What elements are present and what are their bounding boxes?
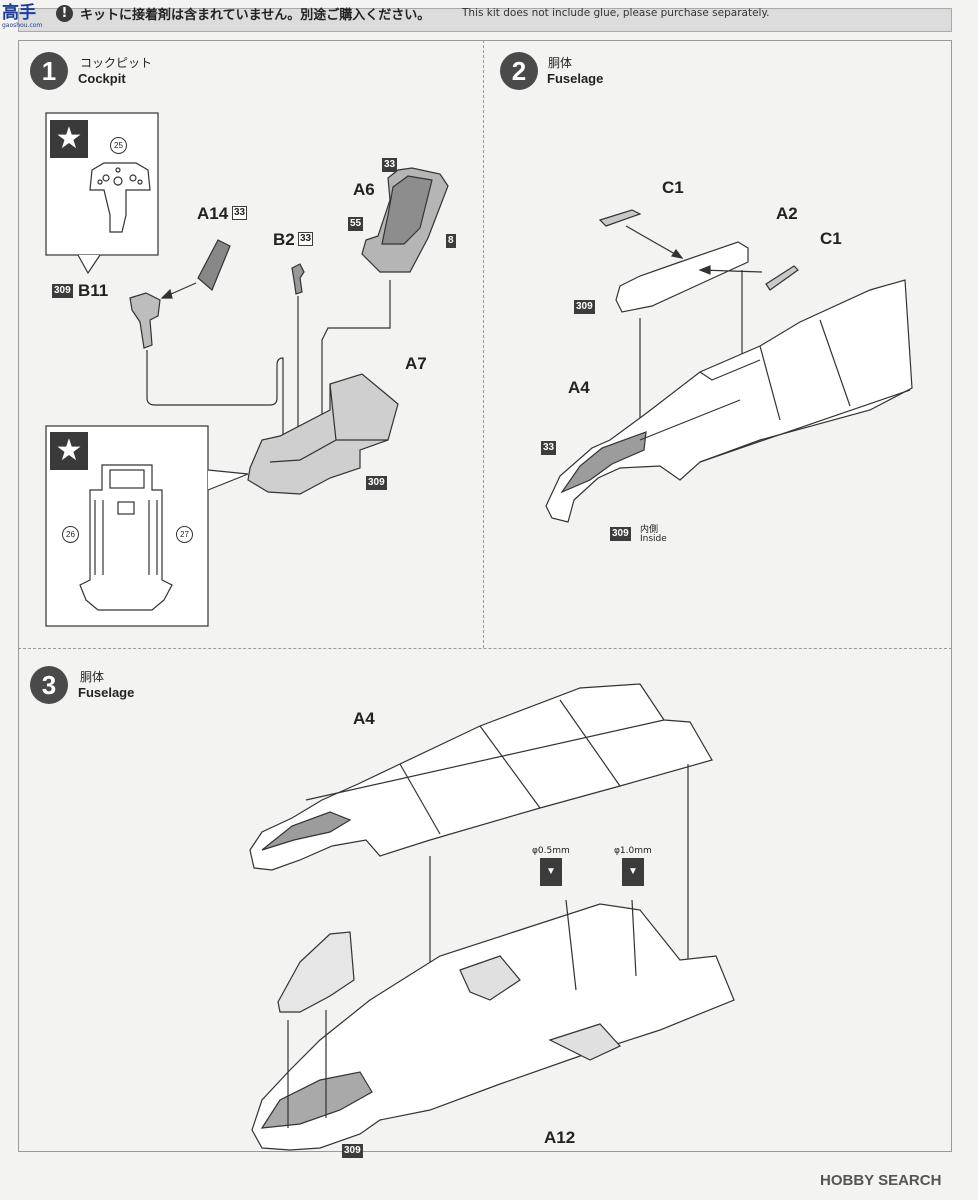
paint-code-a6-top: 33 — [382, 158, 398, 172]
c1-right-part — [765, 265, 799, 291]
logo-text: 高手 — [2, 3, 36, 23]
step-2-title-en: Fuselage — [547, 71, 604, 86]
c1-left-part — [598, 209, 642, 227]
part-label-a12: A12 — [544, 1128, 576, 1147]
glue-notice-bar — [18, 8, 952, 32]
inside-label-jp: 内側 — [640, 525, 659, 535]
paint-code-a12: 309 — [342, 1144, 363, 1158]
divider-vertical — [483, 40, 484, 648]
decal-25: 25 — [110, 137, 127, 154]
a2-canopy — [615, 241, 749, 313]
hobby-search-watermark: HOBBY SEARCH — [820, 1172, 942, 1189]
paint-code-b2: 33 — [298, 232, 314, 246]
part-label-b2: B2 — [273, 230, 295, 249]
part-label-c1-right: C1 — [820, 229, 842, 248]
part-label-a2: A2 — [776, 204, 798, 223]
paint-code-a6-left: 55 — [348, 217, 364, 231]
paint-code-a4-step2: 33 — [541, 441, 557, 455]
star-icon: ★ — [50, 120, 88, 158]
paint-code-a7: 309 — [366, 476, 387, 490]
a14-part — [197, 239, 231, 291]
step-2-number: 2 — [500, 52, 538, 90]
inside-label-en: Inside — [640, 534, 667, 544]
part-label-a4-step2: A4 — [568, 378, 590, 397]
step-2-title-jp: 胴体 — [548, 56, 573, 70]
drill-size-small: φ0.5mm — [532, 846, 570, 856]
a4-fuselage-upper-step2 — [545, 279, 913, 523]
b11-part — [129, 292, 161, 349]
drill-icon-large: ▼ — [622, 858, 644, 886]
glue-notice-jp: キットに接着剤は含まれていません。別途ご購入ください。 — [80, 8, 431, 23]
logo-subtext: gaoshou.com — [2, 22, 43, 29]
a4-fuselage-upper-step3 — [249, 683, 713, 871]
step-1-title-jp: コックピット — [80, 56, 153, 70]
step-3-title-en: Fuselage — [78, 685, 135, 700]
paint-code-a2: 309 — [574, 300, 595, 314]
part-label-a14: A14 — [197, 204, 229, 223]
decal-26: 26 — [62, 526, 79, 543]
site-logo: 高手 gaoshou.com — [2, 4, 72, 36]
drill-size-large: φ1.0mm — [614, 846, 652, 856]
paint-code-inside: 309 — [610, 527, 631, 541]
b2-part — [291, 263, 305, 295]
seat-step3 — [277, 931, 355, 1013]
part-label-b11: B11 — [78, 281, 109, 300]
drill-icon-small: ▼ — [540, 858, 562, 886]
glue-notice-en: This kit does not include glue, please p… — [462, 7, 770, 19]
part-label-a6: A6 — [353, 180, 375, 199]
paint-code-a14: 33 — [232, 206, 248, 220]
divider-horizontal — [18, 648, 952, 649]
step-1-number: 1 — [30, 52, 68, 90]
step-3-title-jp: 胴体 — [80, 670, 105, 684]
step-1-2-frame — [18, 40, 952, 1152]
part-label-a4-step3: A4 — [353, 709, 375, 728]
part-label-c1-left: C1 — [662, 178, 684, 197]
step-1-title-en: Cockpit — [78, 71, 126, 86]
paint-code-b11: 309 — [52, 284, 73, 298]
a12-fuselage-lower — [251, 903, 735, 1151]
decal-27: 27 — [176, 526, 193, 543]
paint-code-a6-right: 8 — [446, 234, 456, 248]
star-icon: ★ — [50, 432, 88, 470]
part-label-a7: A7 — [405, 354, 427, 373]
exclamation-icon: ! — [56, 5, 73, 22]
step-3-number: 3 — [30, 666, 68, 704]
